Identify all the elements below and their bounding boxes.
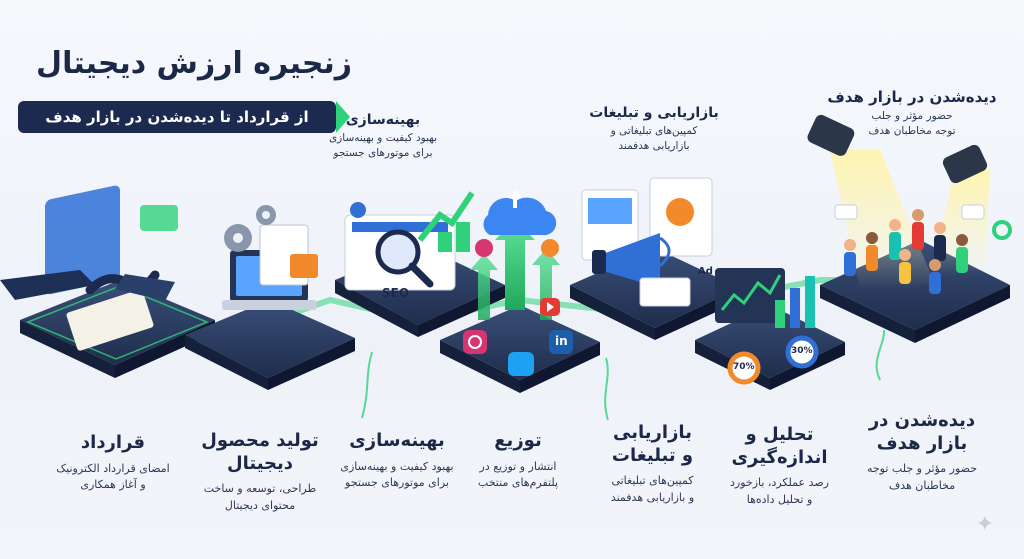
stage-heading: بازاریابی bbox=[613, 422, 692, 443]
linkedin-badge: in bbox=[555, 334, 568, 348]
stage-optimize: بهینه‌سازی بهبود کیفیت و بهینه‌سازی برای… bbox=[322, 430, 472, 492]
top-label-heading: بازاریابی و تبلیغات bbox=[589, 105, 719, 121]
page-title: زنجیره ارزش دیجیتال bbox=[36, 46, 352, 81]
sparkle-icon: ✦ bbox=[975, 512, 994, 537]
percent-30-badge: 30% bbox=[791, 346, 813, 356]
stage-distribution: توزیع انتشار و توزیع در پلتفرم‌های منتخب bbox=[448, 430, 588, 492]
stage-desc: و آغاز همکاری bbox=[80, 478, 146, 491]
platform-distribution bbox=[440, 190, 600, 393]
stage-desc: انتشار و توزیع در bbox=[479, 459, 557, 473]
ad-badge: Ad bbox=[698, 266, 713, 277]
stage-contract: قرارداد امضای قرارداد الکترونیک و آغاز ه… bbox=[38, 432, 188, 494]
stage-marketing: بازاریابی و تبلیغات کمپین‌های تبلیغاتی و… bbox=[585, 422, 720, 506]
top-label-desc: بازاریابی هدفمند bbox=[618, 140, 690, 153]
audience-crowd bbox=[844, 209, 968, 294]
subtitle-banner: از قرارداد تا دیده‌شدن در بازار هدف bbox=[18, 101, 350, 133]
platform-analytics bbox=[695, 268, 845, 390]
stage-visibility: دیده‌شدن در بازار هدف حضور مؤثر و جلب تو… bbox=[842, 410, 1002, 494]
stage-desc: پلتفرم‌های منتخب bbox=[477, 476, 559, 489]
top-label-visibility: دیده‌شدن در بازار هدف حضور مؤثر و جلب تو… bbox=[822, 88, 1002, 139]
top-label-desc: توجه مخاطبان هدف bbox=[868, 125, 956, 138]
stage-desc: محتوای دیجیتال bbox=[224, 498, 296, 512]
stage-heading: توزیع bbox=[494, 430, 542, 451]
stage-heading: اندازه‌گیری bbox=[731, 446, 828, 468]
stage-desc: امضای قرارداد الکترونیک bbox=[56, 461, 170, 475]
stage-desc: مخاطبان هدف bbox=[888, 478, 956, 492]
top-label-desc: برای موتورهای جستجو bbox=[333, 147, 433, 160]
pointer-arrows bbox=[361, 329, 886, 421]
platform-marketing bbox=[570, 177, 740, 340]
stage-desc: و بازاریابی هدفمند bbox=[610, 490, 695, 504]
platform-production bbox=[185, 205, 355, 390]
seo-badge: SEO bbox=[382, 286, 410, 300]
stage-heading: دیده‌شدن در bbox=[868, 410, 976, 431]
stage-heading: دیجیتال bbox=[226, 452, 294, 474]
stage-analytics: تحلیل و اندازه‌گیری رصد عملکرد، بازخورد … bbox=[712, 424, 847, 508]
stage-heading: تولید محصول bbox=[201, 430, 319, 451]
platform-visibility bbox=[807, 114, 1012, 343]
stage-production: تولید محصول دیجیتال طراحی، توسعه و ساخت … bbox=[190, 430, 330, 514]
stage-heading: بهینه‌سازی bbox=[349, 430, 445, 451]
stage-desc: برای موتورهای جستجو bbox=[345, 476, 449, 489]
top-label-desc: کمپین‌های تبلیغاتی و bbox=[610, 125, 698, 137]
stage-desc: طراحی، توسعه و ساخت bbox=[203, 482, 317, 495]
top-label-heading: دیده‌شدن در بازار هدف bbox=[827, 88, 997, 106]
percent-70-badge: 70% bbox=[733, 362, 755, 372]
top-label-desc: بهبود کیفیت و بهینه‌سازی bbox=[328, 132, 438, 144]
stage-desc: حضور مؤثر و جلب توجه bbox=[866, 462, 978, 475]
top-label-marketing: بازاریابی و تبلیغات کمپین‌های تبلیغاتی و… bbox=[574, 105, 734, 154]
stage-desc: و تحلیل داده‌ها bbox=[746, 492, 813, 506]
stage-desc: کمپین‌های تبلیغاتی bbox=[611, 474, 694, 487]
platform-contract bbox=[0, 185, 215, 378]
stage-heading: قرارداد bbox=[80, 432, 146, 453]
top-label-optimize: بهینه‌سازی بهبود کیفیت و بهینه‌سازی برای… bbox=[308, 112, 458, 161]
stage-desc: بهبود کیفیت و بهینه‌سازی bbox=[340, 459, 454, 473]
top-label-heading: بهینه‌سازی bbox=[345, 112, 421, 128]
ux-badge: UX bbox=[426, 256, 452, 275]
top-label-desc: حضور مؤثر و جلب bbox=[871, 110, 953, 122]
stage-heading: تحلیل و bbox=[745, 424, 814, 445]
stage-heading: بازار هدف bbox=[876, 432, 968, 454]
stage-heading: و تبلیغات bbox=[611, 444, 694, 466]
stage-desc: رصد عملکرد، بازخورد bbox=[730, 476, 829, 489]
